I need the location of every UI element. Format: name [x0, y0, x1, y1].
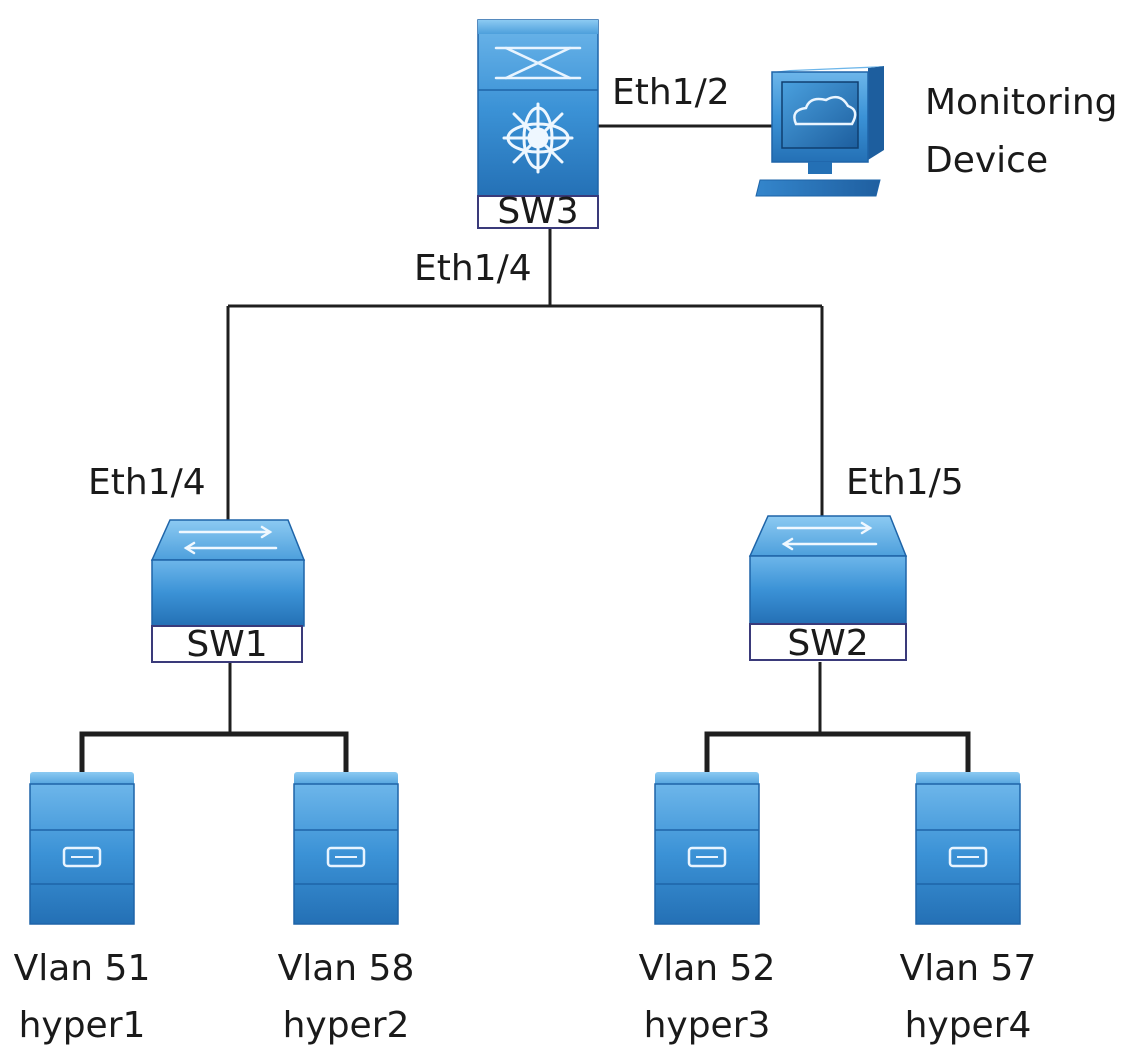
monitor-top: [772, 66, 884, 72]
switch-arrows-icon: [776, 521, 878, 551]
server-hyper3[interactable]: Vlan 52 hyper3: [639, 772, 776, 1046]
host-name-label: hyper2: [283, 1005, 410, 1046]
sw3-top-panel: [478, 20, 598, 34]
sw3-device[interactable]: SW3: [477, 19, 599, 232]
sw2-device[interactable]: SW2: [748, 515, 908, 664]
server-top: [294, 772, 398, 786]
drive-bay-icon: [326, 846, 366, 868]
link-sw1-hosts: [79, 731, 349, 772]
port-label-sw3-down: Eth1/4: [414, 248, 532, 289]
monitor-label-line1: Monitoring: [925, 82, 1118, 123]
drive-bay-icon: [948, 846, 988, 868]
host-name-label: hyper1: [19, 1005, 146, 1046]
server-top: [916, 772, 1020, 786]
monitoring-device[interactable]: Monitoring Device: [755, 66, 1118, 197]
sw1-body: [151, 559, 305, 627]
server-body: [29, 783, 135, 925]
monitor-label-line2: Device: [925, 140, 1048, 181]
port-label-sw1-up: Eth1/4: [88, 462, 206, 503]
server-hyper4[interactable]: Vlan 57 hyper4: [900, 772, 1037, 1046]
host-name-label: hyper3: [644, 1005, 771, 1046]
server-hyper1[interactable]: Vlan 51 hyper1: [14, 772, 151, 1046]
port-label-sw2-up: Eth1/5: [846, 462, 964, 503]
sw3-label-box: [477, 195, 599, 229]
host-vlan-label: Vlan 58: [278, 948, 415, 989]
cloud-icon: [793, 95, 857, 126]
sw2-body: [749, 555, 907, 625]
host-name-label: hyper4: [905, 1005, 1032, 1046]
host-vlan-label: Vlan 52: [639, 948, 776, 989]
server-hyper2[interactable]: Vlan 58 hyper2: [278, 772, 415, 1046]
server-top: [30, 772, 134, 786]
monitor-stand: [808, 162, 832, 174]
connections: [79, 124, 971, 772]
link-sw2-hosts: [704, 731, 971, 772]
sw2-label-box: [749, 623, 907, 661]
server-body: [293, 783, 399, 925]
sw3-label: SW3: [497, 191, 578, 232]
monitor-side: [868, 66, 884, 160]
switch-arrows-icon: [494, 46, 582, 80]
host-vlan-label: Vlan 51: [14, 948, 151, 989]
sw1-label-box: [151, 625, 303, 663]
server-top: [655, 772, 759, 786]
keyboard-icon: [755, 179, 881, 197]
sw1-device[interactable]: SW1: [150, 519, 306, 665]
host-vlan-label: Vlan 57: [900, 948, 1037, 989]
drive-bay-icon: [687, 846, 727, 868]
sw2-top: [748, 515, 908, 557]
sw1-label: SW1: [186, 624, 267, 665]
switch-arrows-icon: [178, 525, 278, 555]
sw2-label: SW2: [787, 623, 868, 664]
server-body: [654, 783, 760, 925]
fabric-icon: [502, 102, 574, 174]
sw1-top: [150, 519, 306, 561]
server-body: [915, 783, 1021, 925]
drive-bay-icon: [62, 846, 102, 868]
port-label-sw3-monitor: Eth1/2: [612, 72, 730, 113]
